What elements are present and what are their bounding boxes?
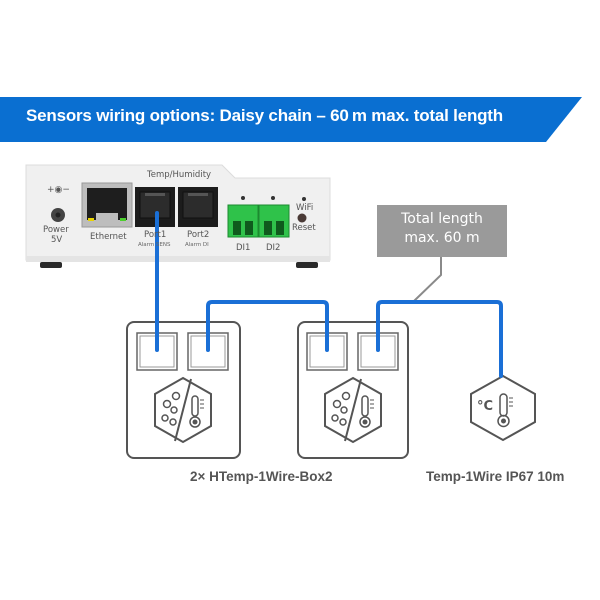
reset-label: Reset bbox=[292, 223, 316, 233]
ethernet-port bbox=[81, 182, 133, 228]
controller-device bbox=[25, 164, 331, 268]
temp-humidity-label: Temp/Humidity bbox=[147, 170, 212, 180]
wifi-led bbox=[302, 197, 306, 201]
celsius-unit-label: °C bbox=[477, 399, 494, 414]
port1-rj12 bbox=[135, 187, 175, 227]
banner-title: Sensors wiring options: Daisy chain – 60… bbox=[26, 106, 503, 125]
htemp-box-1 bbox=[126, 321, 241, 459]
daisy-chain-cable bbox=[155, 211, 503, 378]
port2-sublabel: Alarm DI bbox=[185, 242, 209, 248]
boxes-product-label: 2× HTemp-1Wire-Box2 bbox=[190, 469, 333, 484]
di1-terminal bbox=[227, 196, 259, 238]
ethernet-label: Ethernet bbox=[90, 232, 127, 242]
di2-terminal bbox=[258, 196, 290, 238]
callout-line1: Total length bbox=[401, 211, 483, 227]
probe-product-label: Temp-1Wire IP67 10m bbox=[426, 469, 565, 484]
port2-rj12 bbox=[178, 187, 218, 227]
di2-label: DI2 bbox=[266, 243, 281, 253]
port1-label: Port1 bbox=[144, 230, 167, 240]
cable-segment-box2-to-probe bbox=[376, 300, 503, 378]
device-foot-left bbox=[40, 262, 62, 268]
di1-label: DI1 bbox=[236, 243, 251, 253]
temp-probe bbox=[470, 374, 536, 442]
power-polarity-symbol: +◉− bbox=[47, 185, 70, 195]
cable-segment-box1-to-box2 bbox=[206, 300, 329, 352]
humidity-temp-icon bbox=[324, 376, 382, 444]
humidity-temp-icon bbox=[154, 376, 212, 444]
htemp-box-2 bbox=[297, 321, 409, 459]
callout-line2: max. 60 m bbox=[404, 230, 480, 246]
power-voltage-label: 5V bbox=[51, 235, 63, 245]
callout-box bbox=[377, 205, 507, 257]
callout-text: Total length max. 60 m bbox=[379, 210, 505, 248]
port2-label: Port2 bbox=[187, 230, 210, 240]
power-label: Power bbox=[43, 225, 69, 235]
title-banner bbox=[0, 97, 582, 142]
port1-sublabel: Alarm SENS bbox=[138, 242, 171, 248]
reset-button[interactable] bbox=[297, 213, 307, 223]
wifi-label: WiFi bbox=[296, 203, 314, 213]
callout-leader bbox=[413, 257, 442, 302]
device-foot-right bbox=[296, 262, 318, 268]
